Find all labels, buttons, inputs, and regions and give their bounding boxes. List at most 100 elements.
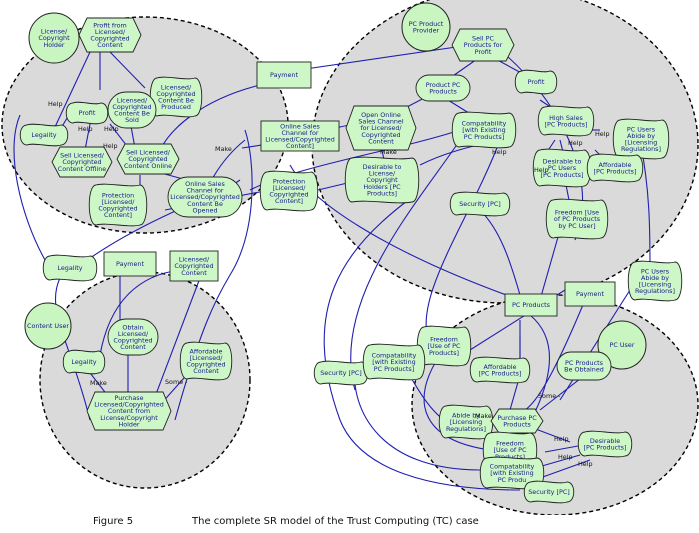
resource-d-pc-products[interactable]: PC Products (504, 293, 558, 317)
link-label: Some - (165, 378, 187, 386)
softgoal-p-security[interactable]: Security [PC] (449, 191, 511, 217)
task-shape (451, 28, 515, 62)
softgoal-d-security[interactable]: Security [PC] (313, 360, 369, 386)
link (350, 139, 461, 391)
node-label-line: Content Be (158, 97, 194, 105)
node-label-line: Content Be (187, 200, 223, 208)
softgoal-p-affordable[interactable]: Affordable[PC Products] (586, 153, 644, 183)
node-label-line: Content] (275, 197, 303, 205)
resource-d-payment-top[interactable]: Payment (256, 61, 312, 89)
resource-shape (504, 293, 558, 317)
link (109, 51, 146, 89)
actor-user[interactable]: Content User (24, 302, 72, 350)
actor-pcuser[interactable]: PC User (597, 320, 647, 370)
softgoal-p-profit[interactable]: Profit (514, 69, 558, 95)
resource-d-payment-right[interactable]: Payment (564, 281, 616, 307)
node-label-line: Payment (116, 260, 144, 268)
node-label-line: Sell PC (472, 35, 494, 43)
node-label-line: Profit (475, 48, 492, 56)
node-label-line: Content Online (124, 162, 172, 170)
link (524, 299, 586, 411)
node-label-line: for Licensed/ (360, 124, 402, 132)
resource-d-payment-mid[interactable]: Payment (103, 251, 157, 277)
node-label-line: PC Products] (464, 133, 504, 141)
node-label-line: Profit (79, 109, 96, 117)
node-label-line: PC Produ (498, 476, 527, 484)
node-label-line: Freedom (496, 440, 524, 448)
link (54, 51, 91, 128)
link-label: Help (492, 148, 507, 156)
node-label-line: Copyrighted (62, 158, 101, 166)
node-label-line: [Licensed/ (273, 184, 307, 192)
softgoal-u-legality[interactable]: Legality (62, 349, 106, 375)
node-label-line: Licensed/Copyrighted (94, 401, 164, 409)
goal-shape (107, 318, 159, 356)
link-label: Help (103, 142, 118, 150)
softgoal-c-security[interactable]: Security [PC] (523, 480, 575, 504)
link (539, 459, 591, 479)
softgoal-shape (65, 101, 109, 125)
softgoal-shape (344, 156, 420, 204)
node-label-line: Security [PC] (459, 200, 501, 208)
node-label-line: Copyrighted (156, 90, 195, 98)
link (99, 269, 181, 356)
softgoal-h-legality[interactable]: Legality (19, 123, 69, 147)
link-label: Help (578, 460, 593, 468)
softgoal-c-desirable[interactable]: Desirable[PC Products] (577, 430, 633, 458)
resource-shape (169, 250, 219, 282)
node-label-line: Regulations] (635, 287, 675, 295)
resource-shape (564, 281, 616, 307)
node-label-line: Products] (429, 349, 459, 357)
node-label-line: Copyrighted (174, 262, 213, 270)
softgoal-d-legality[interactable]: Legality (42, 254, 98, 282)
actor-circle (401, 2, 451, 52)
softgoal-h-profit[interactable]: Profit (65, 101, 109, 125)
softgoal-shape (514, 69, 558, 95)
softgoal-p-high-sales[interactable]: High Sales[PC Products] (537, 105, 595, 137)
link (539, 374, 586, 411)
node-label-line: Holders [PC (363, 183, 401, 191)
softgoal-c-affordable[interactable]: Affordable[PC Products] (469, 356, 531, 384)
node-label-line: Channel for (186, 187, 223, 195)
node-label-line: Licensed/Copyrighted (265, 136, 335, 144)
node-label-line: Content] (104, 211, 132, 219)
node-label-line: Online Sales (185, 180, 225, 188)
node-label-line: Holder (43, 41, 64, 49)
node-label-line: Content (97, 41, 123, 49)
node-label-line: [Licensing (639, 281, 672, 289)
node-label-line: Licensed/ (118, 330, 149, 338)
node-label-line: Abide by (452, 412, 480, 420)
